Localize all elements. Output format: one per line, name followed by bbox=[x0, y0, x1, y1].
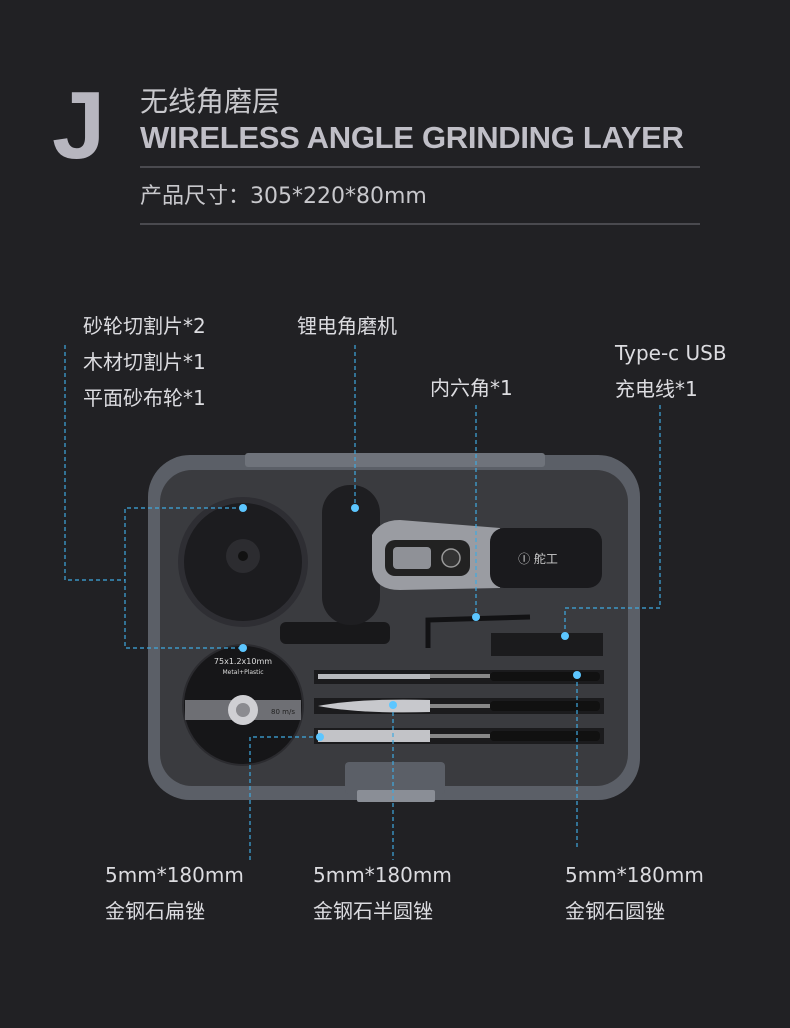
brand-mark: Ⓘ 舵工 bbox=[518, 551, 558, 566]
divider bbox=[140, 166, 700, 168]
usb-cable bbox=[491, 633, 603, 656]
callout-hex-key: 内六角*1 bbox=[430, 376, 513, 400]
half-round-file bbox=[318, 699, 430, 713]
callout-dots bbox=[239, 504, 581, 741]
disc-material: Metal+Plastic bbox=[223, 669, 264, 676]
divider bbox=[140, 223, 700, 225]
flat-file bbox=[318, 730, 430, 742]
section-letter: J bbox=[52, 72, 106, 179]
callout-discs: 砂轮切割片*2 木材切割片*1 平面砂布轮*1 bbox=[83, 314, 206, 410]
callout-flat-file: 5mm*180mm 金钢石扁锉 bbox=[105, 863, 244, 923]
callout-lines bbox=[64, 345, 661, 860]
round-file bbox=[318, 674, 430, 679]
callout-half-round-file: 5mm*180mm 金钢石半圆锉 bbox=[313, 863, 452, 923]
callout-round-file: 5mm*180mm 金钢石圆锉 bbox=[565, 863, 704, 923]
product-size: 产品尺寸：305*220*80mm bbox=[140, 184, 427, 209]
angle-grinder bbox=[322, 485, 380, 625]
disc-spec: 75x1.2x10mm bbox=[214, 657, 272, 666]
callout-usb: Type-c USB 充电线*1 bbox=[615, 341, 727, 401]
title-english: WIRELESS ANGLE GRINDING LAYER bbox=[140, 120, 684, 155]
title-chinese: 无线角磨层 bbox=[140, 85, 281, 118]
callout-grinder: 锂电角磨机 bbox=[297, 314, 397, 338]
disc-speed: 80 m/s bbox=[271, 708, 295, 716]
